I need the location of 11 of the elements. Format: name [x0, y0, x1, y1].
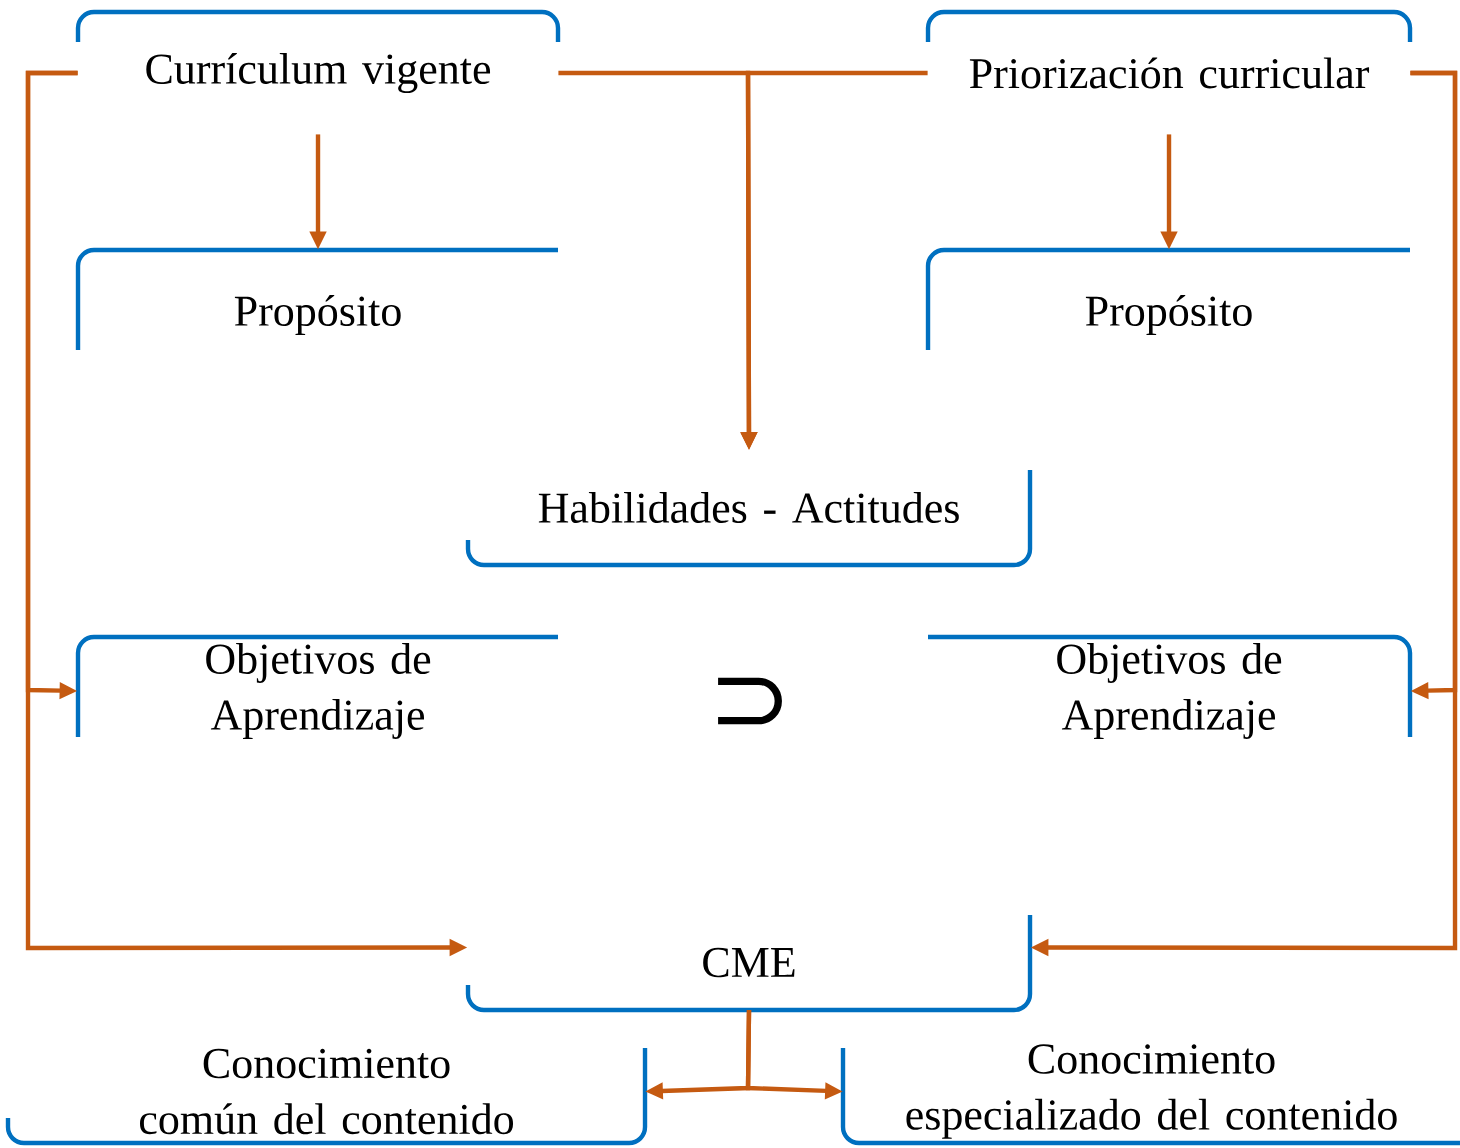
text-box: CME [465, 915, 1033, 1013]
text-box: Propósito [925, 247, 1410, 350]
text-box: Conocimiento especializado del contenido [840, 1044, 1460, 1146]
text-box: Objetivos de Aprendizaje [928, 634, 1413, 739]
symbol: ⊃ [718, 677, 782, 725]
text-box: Habilidades - Actitudes [465, 470, 1033, 568]
text-box: Objetivos de Aprendizaje [75, 634, 558, 739]
text-box: Propósito [75, 247, 558, 350]
text-box: Currículum vigente [75, 9, 561, 94]
text-box: Conocimiento común del contenido [5, 1048, 648, 1146]
text-box: Priorización curricular [925, 9, 1413, 89]
